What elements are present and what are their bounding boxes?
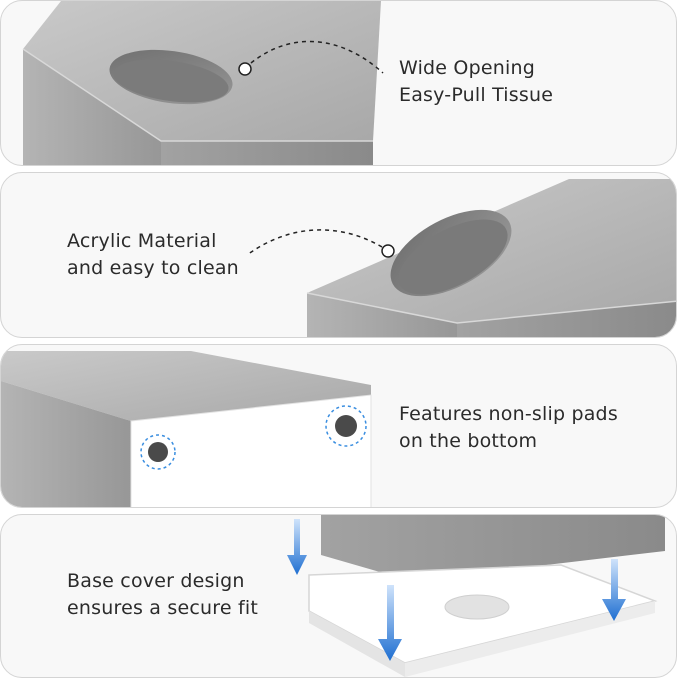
feature-caption: Base cover design ensures a secure fit	[67, 568, 258, 622]
dashed-leader-line	[246, 229, 383, 256]
tissue-box-base-cover-view	[287, 515, 665, 677]
feature-panel-wide-opening: Wide Opening Easy-Pull Tissue	[0, 0, 677, 166]
caption-line-2: on the bottom	[399, 430, 538, 452]
down-arrow-icon	[287, 519, 307, 575]
dashed-leader-line	[250, 40, 384, 74]
callout-dot-icon	[381, 244, 395, 258]
feature-panel-non-slip-pads: Features non-slip pads on the bottom	[0, 344, 677, 508]
feature-caption: Acrylic Material and easy to clean	[67, 228, 239, 282]
feature-panel-acrylic-material: Acrylic Material and easy to clean	[0, 172, 677, 338]
feature-caption: Wide Opening Easy-Pull Tissue	[399, 55, 553, 109]
feature-panel-base-cover: Base cover design ensures a secure fit	[0, 514, 677, 678]
down-arrow-icon	[602, 559, 626, 621]
tissue-box-tilted-view	[246, 179, 676, 337]
callout-dot-icon	[238, 62, 252, 76]
caption-line-1: Acrylic Material	[67, 230, 217, 252]
feature-caption: Features non-slip pads on the bottom	[399, 401, 618, 455]
caption-line-2: ensures a secure fit	[67, 597, 258, 619]
non-slip-pad-icon	[140, 434, 176, 470]
caption-line-1: Base cover design	[67, 570, 245, 592]
caption-line-1: Features non-slip pads	[399, 403, 618, 425]
tissue-box-top-view	[22, 1, 384, 165]
caption-line-2: and easy to clean	[67, 257, 239, 279]
down-arrow-icon	[378, 585, 402, 661]
caption-line-2: Easy-Pull Tissue	[399, 84, 554, 106]
tissue-box-bottom-view	[1, 351, 372, 507]
caption-line-1: Wide Opening	[399, 57, 535, 79]
non-slip-pad-icon	[325, 405, 367, 447]
